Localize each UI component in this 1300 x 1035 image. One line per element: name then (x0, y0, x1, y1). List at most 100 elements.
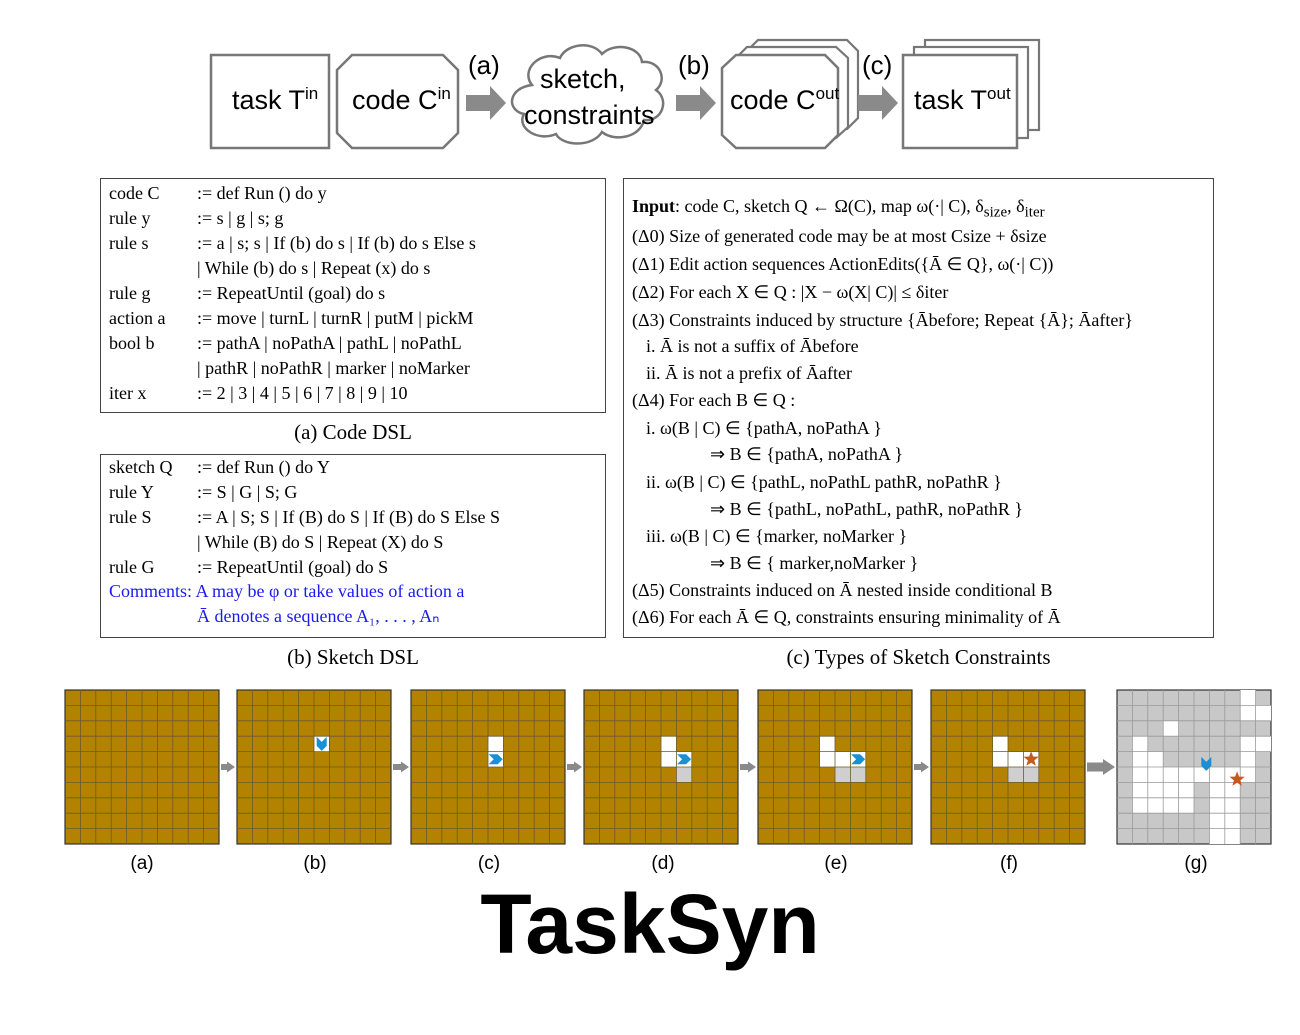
code-dsl-row: iter x:= 2 | 3 | 4 | 5 | 6 | 7 | 8 | 9 |… (109, 383, 408, 403)
pipeline-diagram (209, 38, 1041, 150)
constraint-input: Input: code C, sketch Q ← Ω(C), map ω(·|… (632, 196, 1045, 221)
task-in-box (209, 53, 331, 150)
code-dsl-row: | While (b) do s | Repeat (x) do s (197, 258, 431, 278)
grid-cell (1240, 736, 1256, 752)
step-arrow-icon (221, 761, 235, 773)
grid-cell (1178, 782, 1194, 798)
sketch-dsl-row: | While (B) do S | Repeat (X) do S (197, 532, 444, 552)
grid-cell (1240, 705, 1256, 721)
code-dsl-caption: (a) Code DSL (294, 420, 412, 444)
constraint-delta4-ii: ii. ω(B | C) ∈ {pathL, noPathL pathR, no… (646, 472, 1002, 492)
grid-caption-g: (g) (1184, 853, 1208, 874)
grid-cell (1163, 720, 1179, 737)
constraint-delta4-ii-impl: ⇒ B ∈ {pathL, noPathL, pathR, noPathR } (710, 499, 1024, 519)
grid-cell (1240, 751, 1256, 767)
grid-cell (1132, 767, 1148, 783)
task-out-label: task Tout (914, 84, 1011, 115)
grid-caption-d: (d) (651, 853, 675, 874)
grid-cell (1255, 736, 1271, 752)
constraint-delta3-i: i. Ā is not a suffix of Ābefore (646, 336, 859, 356)
grid-cell (1224, 813, 1241, 829)
sketch-dsl-comment-2: Ā denotes a sequence A₁, . . . , Aₙ (197, 606, 440, 626)
avatar-arrow-icon (316, 736, 327, 751)
step-arrow-icon (393, 761, 409, 773)
grid-cell (1147, 782, 1164, 798)
code-dsl-row: bool b:= pathA | noPathA | pathL | noPat… (109, 333, 462, 353)
code-dsl-row: rule y:= s | g | s; g (109, 208, 284, 228)
task-grids (64, 689, 1272, 845)
grid-cell (488, 736, 504, 752)
sketch-label-2: constraints (524, 100, 655, 130)
code-dsl-row: | pathR | noPathR | marker | noMarker (197, 358, 470, 378)
task-in-label: task Tin (232, 84, 319, 115)
step-a-label: (a) (468, 50, 500, 80)
grid-cell (1224, 828, 1241, 844)
grid-cell (1132, 751, 1148, 767)
grid-cell (1209, 767, 1225, 783)
goal-star-icon (1229, 771, 1245, 786)
grid-cell (1209, 797, 1225, 814)
grid-cell (1023, 767, 1039, 783)
constraint-delta4-i: i. ω(B | C) ∈ {pathA, noPathA } (646, 418, 882, 438)
grid-cell (1132, 797, 1148, 814)
code-in-box (335, 53, 460, 150)
constraint-delta4-iii-impl: ⇒ B ∈ { marker,noMarker } (710, 553, 919, 573)
grid-cell (1008, 751, 1024, 767)
step-arrow-icon (740, 761, 756, 773)
grid-cell (676, 767, 692, 783)
grid-cell (661, 751, 677, 767)
arrow-a (466, 86, 506, 120)
constraint-delta4-i-impl: ⇒ B ∈ {pathA, noPathA } (710, 444, 904, 464)
sketch-dsl-row: sketch Q:= def Run () do Y (109, 457, 330, 477)
code-dsl-row: action a:= move | turnL | turnR | putM |… (109, 308, 474, 328)
grid-cell (1163, 797, 1179, 814)
sketch-label-1: sketch, (540, 64, 626, 94)
grid-cell (1240, 767, 1256, 783)
grid-cell (1224, 782, 1241, 798)
avatar-arrow-icon (488, 754, 503, 765)
grid-cell (1209, 813, 1225, 829)
code-dsl-row: rule s:= a | s; s | If (b) do s | If (b)… (109, 233, 476, 253)
grid-cell (992, 751, 1008, 767)
code-out-box (720, 53, 840, 150)
constraints-caption: (c) Types of Sketch Constraints (786, 645, 1051, 669)
grid-caption-a: (a) (130, 853, 154, 874)
grid-cell (661, 736, 677, 752)
grid-cell (1163, 767, 1179, 783)
arrow-b (676, 86, 716, 120)
task-out-box (901, 53, 1019, 150)
goal-star-icon (1023, 751, 1039, 766)
code-dsl-row: rule g:= RepeatUntil (goal) do s (109, 283, 386, 303)
sketch-dsl-box: sketch Q:= def Run () do Y rule Y:= S | … (100, 454, 606, 638)
avatar-arrow-icon (1201, 756, 1212, 771)
step-c-label: (c) (862, 50, 893, 80)
grid-cell (835, 751, 851, 767)
constraints-box: Input: code C, sketch Q ← Ω(C), map ω(·|… (623, 178, 1214, 638)
page-title: TaskSyn (480, 877, 820, 971)
grid-cell (1008, 767, 1024, 783)
code-out-label: code Cout (730, 84, 840, 115)
sketch-dsl-row: rule G:= RepeatUntil (goal) do S (109, 557, 389, 577)
constraint-delta5: (Δ5) Constraints induced on Ā nested ins… (632, 580, 1053, 600)
constraint-delta1: (Δ1) Edit action sequences ActionEdits({… (632, 254, 1054, 274)
grid-cell (1209, 828, 1225, 844)
sketch-cloud (510, 44, 665, 145)
step-b-label: (b) (678, 50, 710, 80)
grid-caption-e: (e) (824, 853, 848, 874)
grid-cell (1147, 797, 1164, 814)
grid-cell (835, 767, 851, 783)
grid-cell (1163, 782, 1179, 798)
constraint-delta3: (Δ3) Constraints induced by structure {Ā… (632, 310, 1133, 330)
grid-cell (1147, 751, 1164, 767)
arrow-c (858, 86, 898, 120)
constraint-delta4: (Δ4) For each B ∈ Q : (632, 390, 796, 410)
sketch-dsl-comment-1: Comments: A may be φ or take values of a… (109, 581, 465, 601)
grid-cell (1132, 736, 1148, 752)
constraint-delta2: (Δ2) For each X ∈ Q : |X − ω(X| C)| ≤ δi… (632, 282, 949, 302)
code-dsl-box: code C:= def Run () do y rule y:= s | g … (100, 178, 606, 413)
grid-cell (1132, 782, 1148, 798)
constraint-delta0: (Δ0) Size of generated code may be at mo… (632, 226, 1047, 246)
grid-cell (1178, 797, 1194, 814)
grid-cell (992, 736, 1008, 752)
grid-cell (819, 751, 835, 767)
